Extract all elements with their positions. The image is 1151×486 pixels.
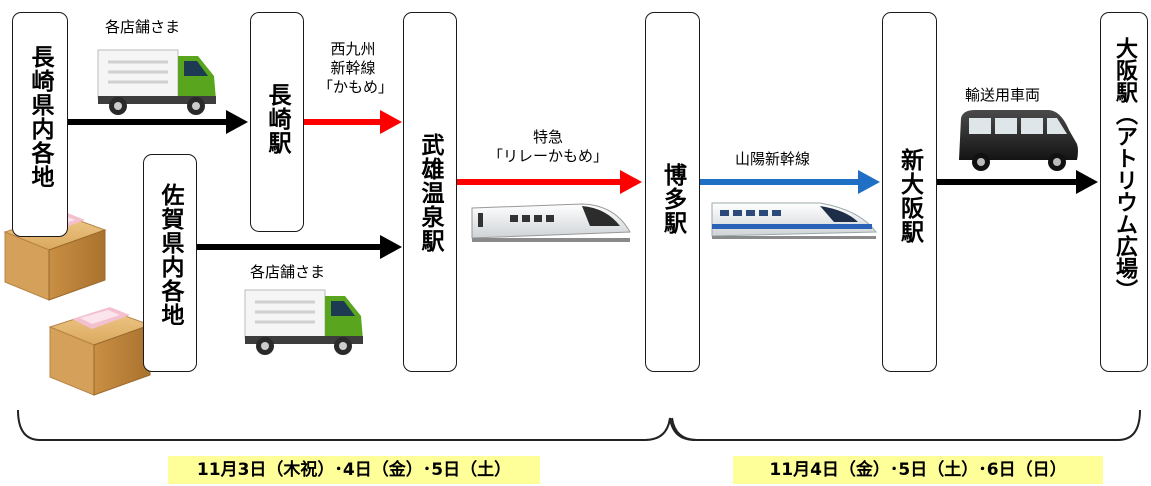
arrow-takeo-to-hakata bbox=[457, 170, 642, 194]
station-label: 大阪駅（アトリウム広場） bbox=[1112, 37, 1137, 301]
station-hakata: 博多駅 bbox=[645, 12, 700, 372]
label-line: 「リレーかもめ」 bbox=[487, 147, 608, 165]
arrow-shin-osaka-to-osaka bbox=[937, 170, 1098, 194]
station-label: 佐賀県内各地 bbox=[157, 183, 183, 327]
shinkansen-icon bbox=[711, 202, 877, 239]
label-line: 新幹線 bbox=[330, 59, 376, 77]
station-nagasaki-prefecture: 長崎県内各地 bbox=[12, 12, 68, 237]
label-stores-bottom: 各店舗さま bbox=[250, 263, 326, 281]
label-line: 特急 bbox=[532, 128, 563, 146]
date-period-2: 11月4日（金）･5日（土）･6日（日） bbox=[733, 456, 1103, 484]
truck-icon bbox=[97, 49, 216, 115]
limited-express-train-icon bbox=[471, 203, 631, 242]
label-sanyo-shinkansen: 山陽新幹線 bbox=[735, 150, 811, 168]
van-icon bbox=[959, 110, 1078, 171]
arrow-saga-to-takeo bbox=[197, 235, 402, 259]
station-nagasaki: 長崎駅 bbox=[250, 12, 304, 232]
station-osaka-atrium: 大阪駅（アトリウム広場） bbox=[1100, 12, 1148, 372]
station-shin-osaka: 新大阪駅 bbox=[882, 12, 937, 372]
label-nishikyushu-shinkansen: 西九州 新幹線 「かもめ」 bbox=[318, 40, 394, 97]
arrow-hakata-to-shin-osaka bbox=[700, 170, 880, 194]
truck-icon bbox=[244, 289, 363, 355]
station-label: 武雄温泉駅 bbox=[417, 133, 443, 253]
arrow-nagasaki-pref-to-nagasaki-station bbox=[68, 110, 248, 134]
station-label: 新大阪駅 bbox=[896, 148, 923, 244]
label-transport-vehicle: 輸送用車両 bbox=[965, 86, 1041, 104]
station-label: 長崎県内各地 bbox=[27, 45, 53, 189]
brace-period-1 bbox=[17, 409, 696, 441]
label-line: 「かもめ」 bbox=[318, 78, 394, 96]
label-line: 西九州 bbox=[330, 40, 376, 58]
station-label: 博多駅 bbox=[659, 163, 686, 235]
label-relay-kamome: 特急 「リレーかもめ」 bbox=[478, 128, 618, 166]
label-stores-top: 各店舗さま bbox=[105, 18, 181, 36]
brace-period-2 bbox=[671, 409, 1141, 441]
date-period-1: 11月3日（木祝）･4日（金）･5日（土） bbox=[168, 456, 540, 484]
station-saga-prefecture: 佐賀県内各地 bbox=[143, 154, 197, 372]
arrow-nagasaki-to-takeo bbox=[304, 110, 402, 134]
cardboard-box-icon bbox=[48, 307, 152, 396]
station-label: 長崎駅 bbox=[264, 83, 290, 155]
station-takeo-onsen: 武雄温泉駅 bbox=[403, 12, 457, 372]
